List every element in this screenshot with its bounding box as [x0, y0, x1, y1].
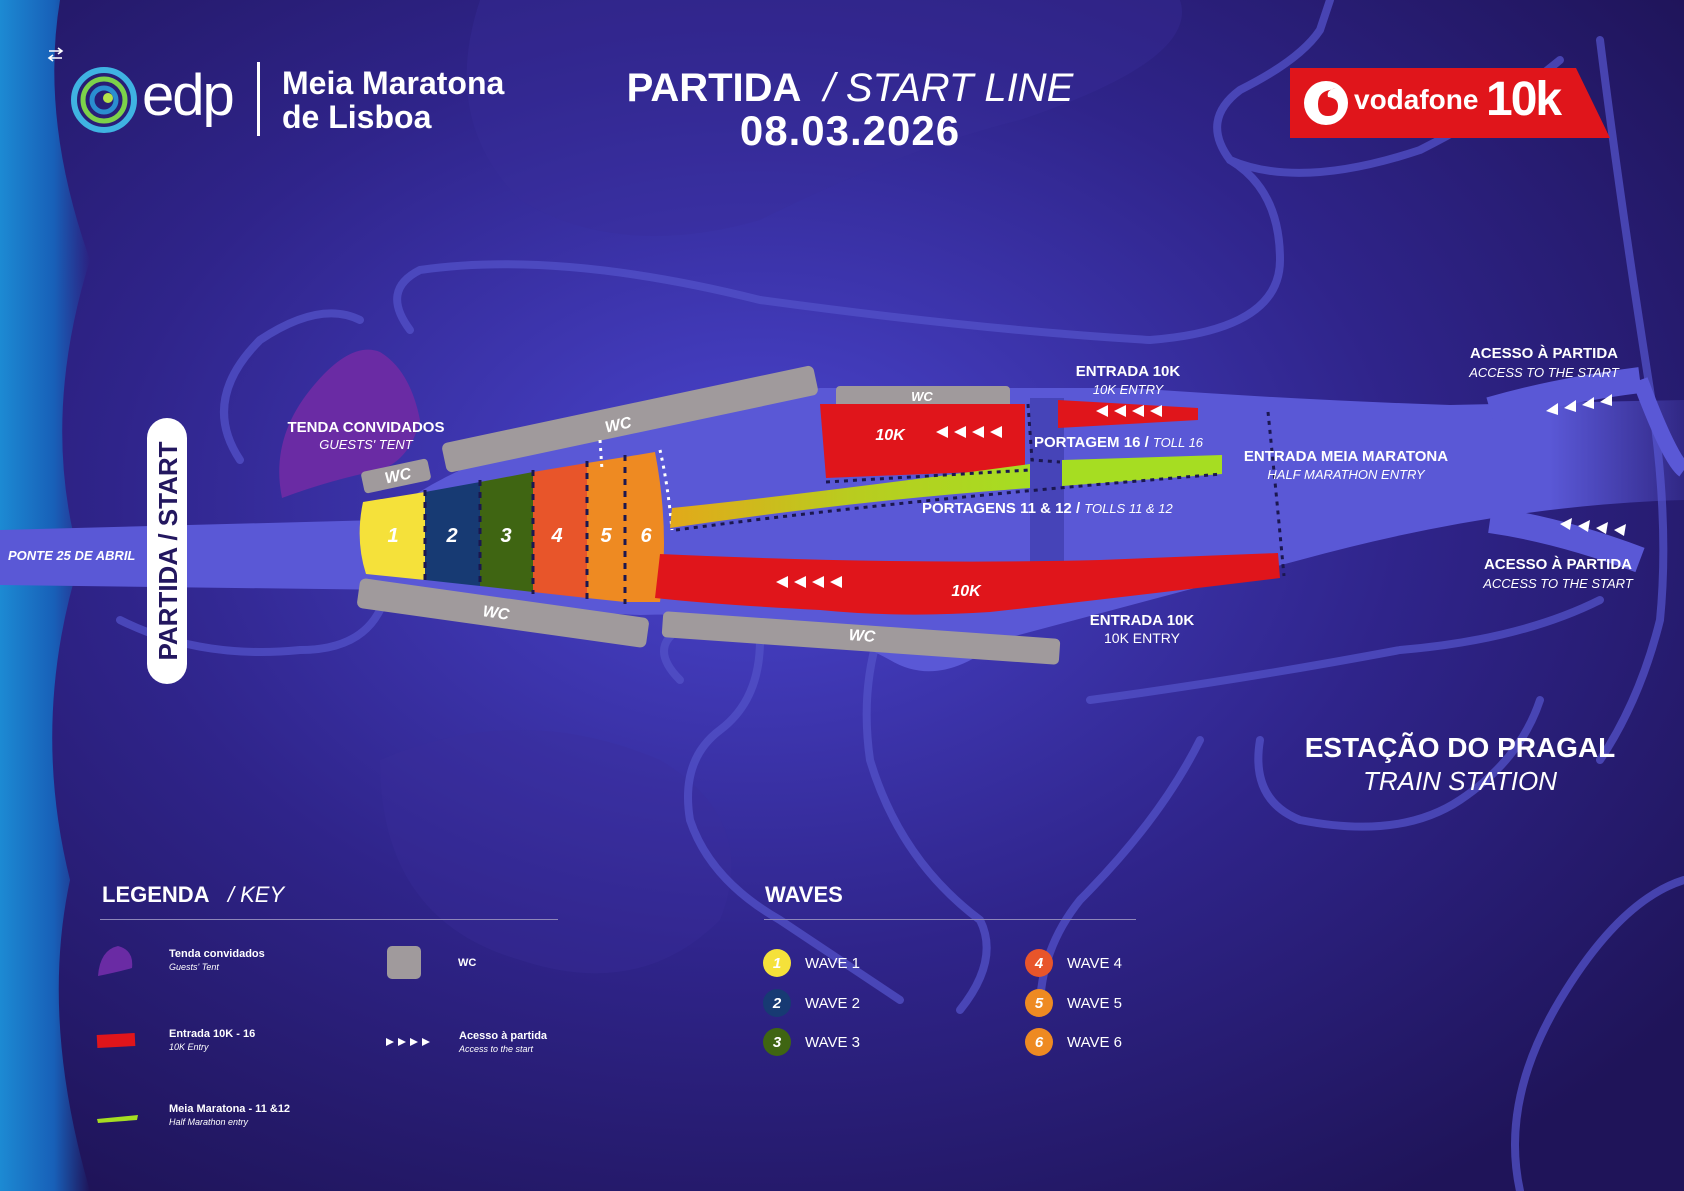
wave-1-label: 1: [387, 525, 398, 547]
entry-10k-south-label-en: 10K ENTRY: [1104, 630, 1181, 646]
wave-item-5: 5 WAVE 5: [1025, 989, 1122, 1017]
wave-4-badge: 4: [1025, 949, 1053, 977]
train-station-label: ESTAÇÃO DO PRAGAL: [1305, 732, 1616, 763]
wave-item-3: 3 WAVE 3: [763, 1028, 860, 1056]
entry-10k-toll16: [1058, 400, 1198, 428]
legend-item-tent: Tenda convidados Guests' Tent: [169, 948, 265, 972]
wave-4-text: WAVE 4: [1067, 954, 1123, 972]
half-marathon-entry-lane: [670, 464, 1030, 528]
access-start-north-label-en: ACCESS TO THE START: [1468, 365, 1620, 380]
wave-3-label: 3: [500, 525, 511, 547]
half-marathon-entry-toll: [1062, 455, 1222, 486]
entry-10k-north: [820, 404, 1025, 478]
wave-item-1: 1 WAVE 1: [763, 949, 860, 977]
wc-label: WC: [482, 603, 511, 624]
title-en: / START LINE: [823, 66, 1074, 110]
tolls-11-12-label: PORTAGENS 11 & 12 / TOLLS 11 & 12: [922, 500, 1173, 517]
event-name-line2: de Lisboa: [282, 99, 432, 135]
title-pt: PARTIDA: [626, 66, 802, 110]
header-divider: [257, 62, 260, 136]
bridge-label: PONTE 25 DE ABRIL: [8, 548, 135, 563]
guests-tent-label-en: GUESTS' TENT: [319, 437, 414, 452]
legend-item-wc: WC: [458, 957, 477, 969]
guests-tent-label: TENDA CONVIDADOS: [288, 419, 445, 436]
legend-item-10k-entry: Entrada 10K - 16 10K Entry: [169, 1028, 256, 1052]
main-road: [0, 388, 1684, 672]
legend-title-pt: LEGENDA: [102, 882, 210, 907]
event-name: Meia Maratona de Lisboa: [282, 66, 504, 134]
wc-label: WC: [911, 389, 933, 404]
access-start-south-label: ACESSO À PARTIDA: [1484, 556, 1632, 573]
wave-1-badge: 1: [763, 949, 791, 977]
wave-2-label: 2: [445, 525, 457, 547]
waves-rule: [764, 919, 1136, 920]
entry-10k-south: [655, 553, 1280, 615]
wc-label: WC: [383, 465, 413, 487]
wave-1-text: WAVE 1: [805, 954, 861, 972]
race-date: 08.03.2026: [739, 107, 961, 154]
guests-tent: [279, 349, 420, 498]
legend-title-en: / KEY: [227, 882, 285, 907]
half-marathon-entry-label-en: HALF MARATHON ENTRY: [1267, 467, 1426, 482]
start-banner: [147, 418, 187, 684]
wave-6-text: WAVE 6: [1067, 1033, 1123, 1051]
wc-label: WC: [604, 414, 634, 436]
toll16-label: PORTAGEM 16 / TOLL 16: [1034, 434, 1204, 451]
vodafone-10k: 10k: [1486, 73, 1562, 126]
entry-10k-label: ENTRADA 10K: [1076, 363, 1181, 380]
wc-blocks: [357, 365, 1061, 665]
train-station-label-en: TRAIN STATION: [1363, 766, 1557, 796]
entry-10k-south-label: ENTRADA 10K: [1090, 612, 1195, 629]
wave-5-badge: 5: [1025, 989, 1053, 1017]
wave-3-text: WAVE 3: [805, 1033, 861, 1051]
access-start-north-label: ACESSO À PARTIDA: [1470, 345, 1618, 362]
page-title: PARTIDA / START LINE 08.03.2026: [620, 66, 1080, 155]
wave-4-label: 4: [550, 525, 562, 547]
wave-6-label: 6: [640, 525, 652, 547]
legend-rule: [100, 919, 558, 920]
waves-title: WAVES: [765, 882, 843, 907]
entry-10k-label-en: 10K ENTRY: [1093, 382, 1165, 397]
wave-2-badge: 2: [763, 989, 791, 1017]
legend-item-half-marathon: Meia Maratona - 11 &12 Half Marathon ent…: [169, 1103, 291, 1127]
wave-3-badge: 3: [763, 1028, 791, 1056]
wave-2-text: WAVE 2: [805, 994, 861, 1012]
wave-corrals: [359, 439, 674, 604]
wave-5-label: 5: [600, 525, 612, 547]
legend-title: LEGENDA / KEY: [102, 882, 284, 908]
menu-arrows-icon: [47, 47, 64, 62]
half-marathon-entry-label: ENTRADA MEIA MARATONA: [1244, 448, 1448, 465]
wave-item-6: 6 WAVE 6: [1025, 1028, 1122, 1056]
tenk-lane-label: 10K: [951, 583, 982, 600]
legend-item-access: Acesso à partida Access to the start: [459, 1030, 548, 1054]
wave-item-4: 4 WAVE 4: [1025, 949, 1122, 977]
event-name-line1: Meia Maratona: [282, 65, 505, 101]
start-banner-text: PARTIDA / START: [153, 441, 183, 660]
edp-wordmark: edp: [142, 63, 235, 128]
vodafone-10k-logo: [1290, 68, 1610, 138]
wave-6-badge: 6: [1025, 1028, 1053, 1056]
wave-5-text: WAVE 5: [1067, 994, 1123, 1012]
vodafone-wordmark: vodafone 10k: [1290, 68, 1610, 138]
sea-shore: [0, 0, 90, 1191]
vodafone-word: vodafone: [1354, 84, 1479, 115]
access-arrows: [776, 394, 1626, 588]
wc-label: WC: [848, 627, 876, 646]
tenk-lane-label: 10K: [875, 427, 906, 444]
wave-item-2: 2 WAVE 2: [763, 989, 860, 1017]
edp-logo-icon: [71, 67, 137, 133]
access-start-south-label-en: ACCESS TO THE START: [1482, 576, 1634, 591]
